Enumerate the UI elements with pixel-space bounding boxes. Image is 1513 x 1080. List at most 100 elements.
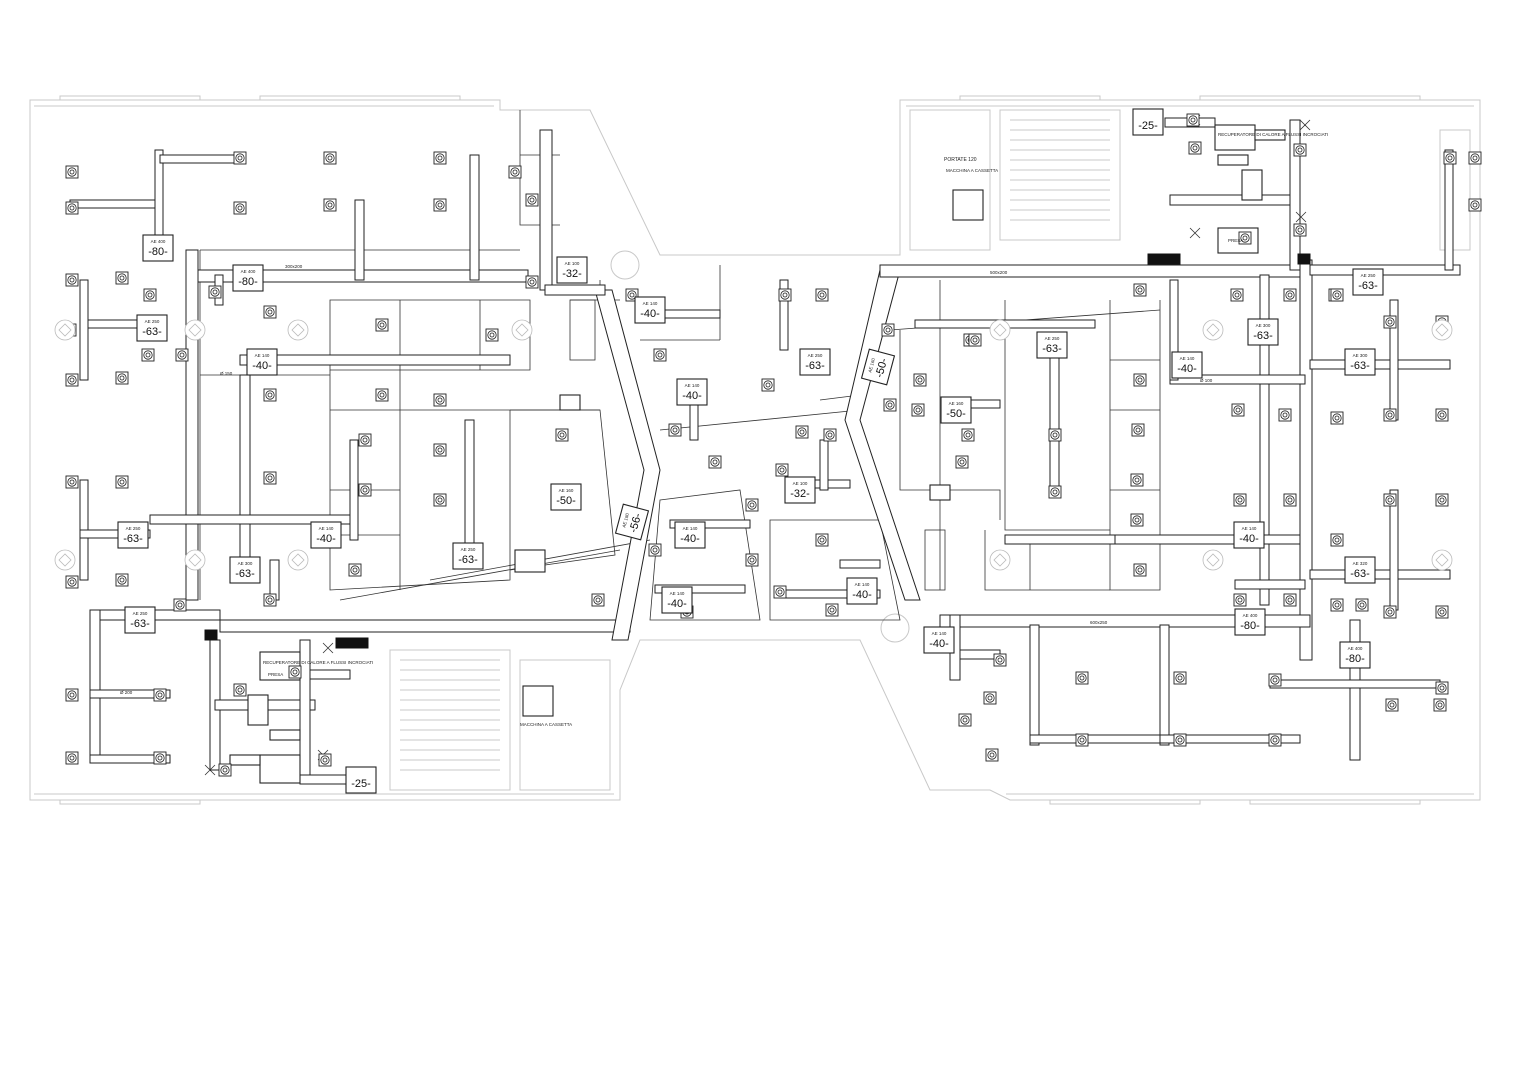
unit-code-label: AE 250 <box>808 353 823 358</box>
ceiling-diffuser <box>1268 673 1282 687</box>
ceiling-diffuser <box>1330 533 1344 547</box>
ceiling-diffuser <box>1435 408 1449 422</box>
ceiling-diffuser <box>318 753 332 767</box>
ceiling-diffuser <box>1283 288 1297 302</box>
unit-body <box>136 314 168 342</box>
ceiling-diffuser <box>1468 151 1482 165</box>
unit-model-label: -40- <box>852 589 872 601</box>
unit-model-label: -63- <box>1350 568 1370 580</box>
ceiling-diffuser <box>911 403 925 417</box>
unit-model-label: -80- <box>1240 620 1260 632</box>
unit-model-label: -32- <box>790 488 810 500</box>
unit-body <box>142 234 174 262</box>
ceiling-diffuser <box>1383 493 1397 507</box>
indoor-unit: AE 300-63- <box>229 556 261 584</box>
unit-model-label: -32- <box>562 268 582 280</box>
ceiling-diffuser <box>288 665 302 679</box>
ceiling-diffuser <box>778 288 792 302</box>
unit-model-label: -40- <box>1239 533 1259 545</box>
duct-label-c: 600x250 <box>1090 620 1108 625</box>
ceiling-diffuser <box>348 563 362 577</box>
ceiling-diffuser <box>555 428 569 442</box>
unit-model-label: -40- <box>667 598 687 610</box>
ceiling-diffuser <box>883 398 897 412</box>
ceiling-diffuser <box>745 553 759 567</box>
unit-code-label: AE 400 <box>151 239 166 244</box>
ceiling-diffuser <box>263 471 277 485</box>
light-grille <box>989 319 1011 341</box>
unit-code-label: AE 140 <box>643 301 658 306</box>
unit-model-label: -50- <box>556 495 576 507</box>
unit-model-label: -63- <box>458 554 478 566</box>
indoor-unit: AE 140-40- <box>1233 521 1265 549</box>
unit-body <box>674 521 706 549</box>
ceiling-diffuser <box>1188 141 1202 155</box>
ceiling-diffuser <box>1330 411 1344 425</box>
unit-body <box>860 348 896 386</box>
ceiling-diffuser <box>65 201 79 215</box>
ceiling-diffuser <box>955 455 969 469</box>
ceiling-diffuser <box>1435 605 1449 619</box>
unit-code-label: AE 250 <box>126 526 141 531</box>
ceiling-diffuser <box>1238 231 1252 245</box>
unit-body <box>1352 268 1384 296</box>
presa-note-1: PRESA <box>268 672 283 677</box>
light-grille <box>511 319 533 341</box>
unit-model-label: -40- <box>1177 363 1197 375</box>
indoor-unit: AE 140-40- <box>246 348 278 376</box>
ceiling-diffuser <box>1283 493 1297 507</box>
unit-code-label: AE 140 <box>855 582 870 587</box>
ceiling-diffuser <box>233 151 247 165</box>
unit-code-label: AE 140 <box>683 526 698 531</box>
unit-body <box>799 348 831 376</box>
ceiling-diffuser <box>375 318 389 332</box>
ceiling-diffuser <box>1383 315 1397 329</box>
ceiling-diffuser <box>825 603 839 617</box>
light-grille <box>184 319 206 341</box>
ceiling-diffuser <box>65 751 79 765</box>
ceiling-diffuser <box>233 683 247 697</box>
ceiling-diffuser <box>141 348 155 362</box>
unit-model-label: -80- <box>148 246 168 258</box>
ceiling-diffuser <box>233 201 247 215</box>
ceiling-diffuser <box>65 688 79 702</box>
unit-model-label: -40- <box>680 533 700 545</box>
ceiling-diffuser <box>708 455 722 469</box>
unit-code-label: AE 160 <box>867 357 876 373</box>
ceiling-diffuser <box>115 475 129 489</box>
unit-model-label: -25- <box>1138 120 1158 132</box>
light-grille <box>1431 319 1453 341</box>
ceiling-diffuser <box>993 653 1007 667</box>
unit-body <box>940 396 972 424</box>
unit-code-label: AE 100 <box>793 481 808 486</box>
unit-body <box>232 264 264 292</box>
indoor-unit: AE 300-63- <box>1247 318 1279 346</box>
indoor-unit: AE 400-80- <box>232 264 264 292</box>
indoor-unit: AE 320-63- <box>1344 556 1376 584</box>
unit-code-label: AE 300 <box>1353 353 1368 358</box>
unit-code-label: AE 250 <box>145 319 160 324</box>
cassette-note-1: MACCHINA A CASSETTA <box>946 168 998 173</box>
indoor-unit: -25- <box>1132 108 1164 136</box>
unit-model-label: -40- <box>682 390 702 402</box>
ceiling-diffuser <box>1278 408 1292 422</box>
ceiling-diffuser <box>1131 423 1145 437</box>
unit-body <box>676 378 708 406</box>
unit-model-label: -63- <box>123 533 143 545</box>
ceiling-diffuser <box>1443 151 1457 165</box>
unit-body <box>1247 318 1279 346</box>
unit-model-label: -63- <box>1358 280 1378 292</box>
building-outline <box>29 95 1481 805</box>
unit-model-label: -40- <box>929 638 949 650</box>
ceiling-diffuser <box>1435 681 1449 695</box>
portate-note: PORTATE 120 <box>944 157 977 163</box>
ceiling-diffuser <box>773 585 787 599</box>
unit-code-label: AE 250 <box>1361 273 1376 278</box>
ceiling-diffuser <box>218 763 232 777</box>
unit-body <box>1233 521 1265 549</box>
unit-body <box>1132 108 1164 136</box>
unit-body <box>661 586 693 614</box>
ceiling-diffuser <box>1330 288 1344 302</box>
ceiling-diffuser <box>815 288 829 302</box>
ceiling-diffuser <box>1133 373 1147 387</box>
